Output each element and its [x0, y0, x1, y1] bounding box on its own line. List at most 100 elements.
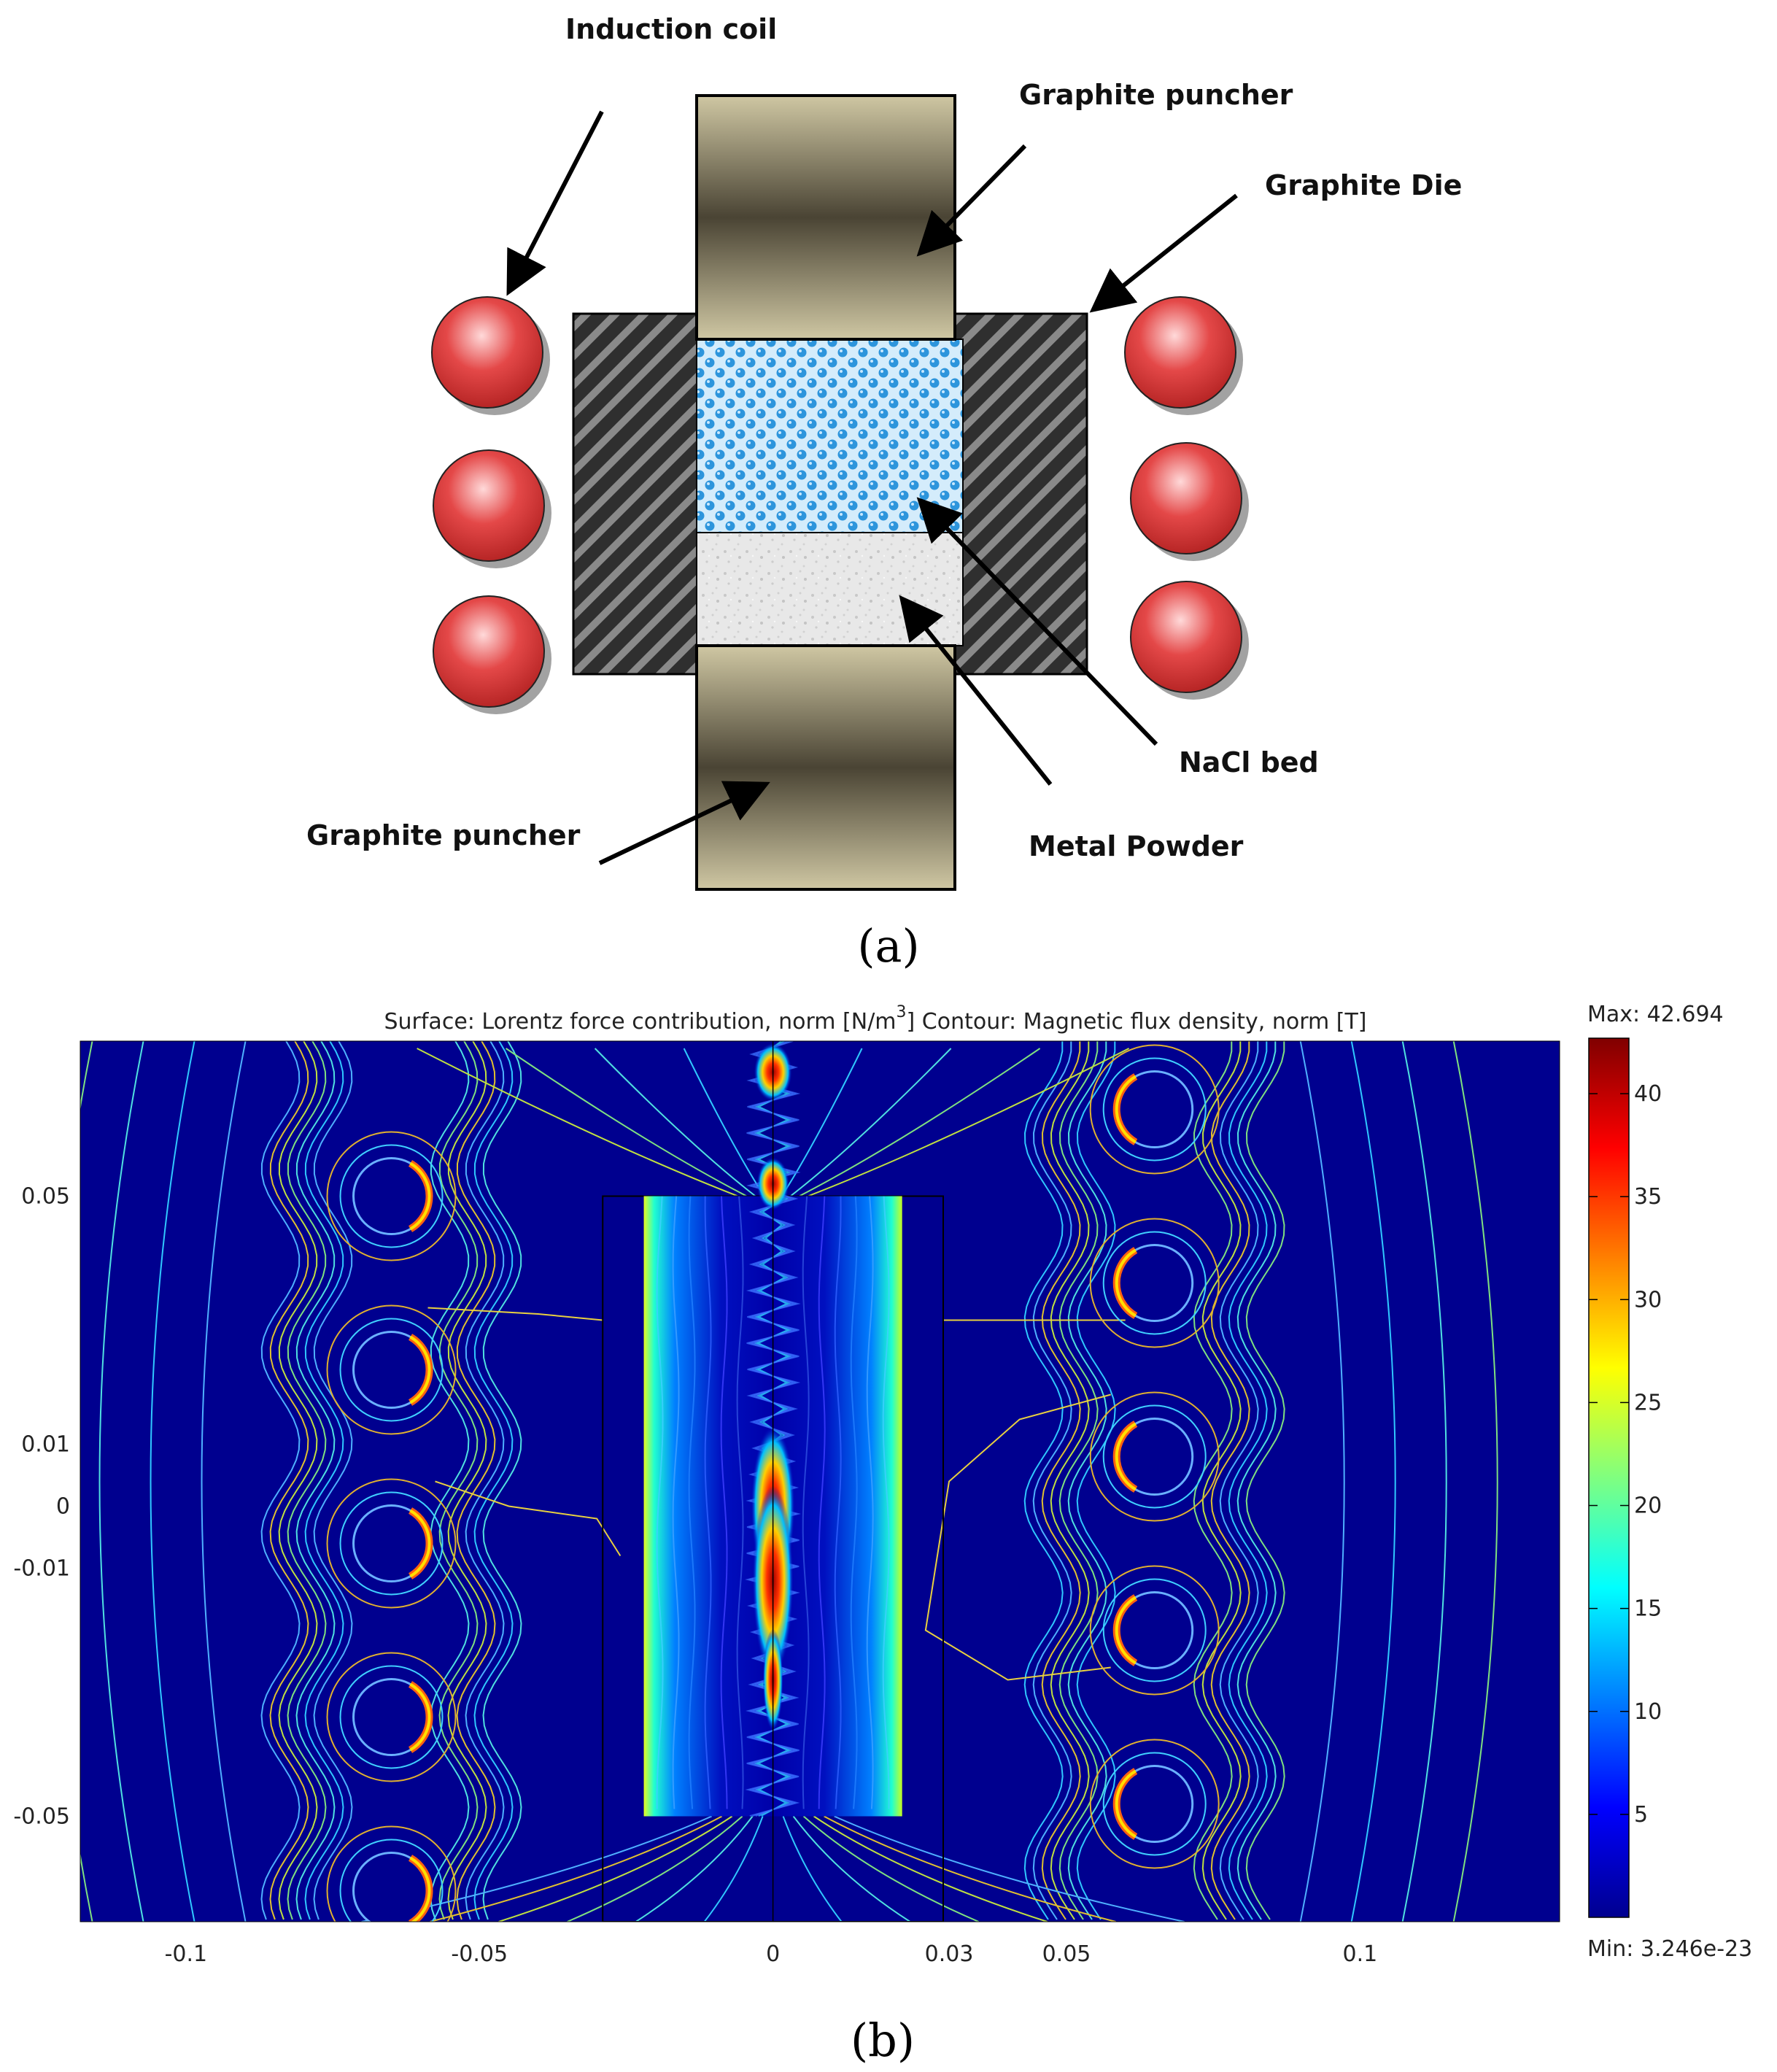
flux-contour-line [924, 1393, 1111, 1681]
bottom-graphite-puncher [695, 644, 956, 891]
coil-contour-ring [326, 1652, 457, 1782]
coil-contour-ring [1102, 1578, 1207, 1682]
arrow-bottom-puncher [598, 781, 770, 865]
coil-contour-ring [1089, 1739, 1220, 1869]
flux-contour-line [1076, 1041, 1116, 1920]
flux-contour-line [150, 1041, 195, 1922]
colorbar-tick-label: 5 [1634, 1802, 1648, 1828]
flux-contour-line [813, 1815, 1048, 1922]
sample-contour-line [802, 1196, 810, 1809]
coil-contour-ring [1089, 1044, 1220, 1175]
flux-contour-line [417, 1048, 738, 1197]
flux-contour-line [456, 1041, 496, 1920]
flux-contour-line [465, 1041, 505, 1920]
sample-contour-line [656, 1196, 664, 1809]
coil-cross-sections [326, 1044, 1220, 1922]
coil-contour-ring [1102, 1404, 1207, 1509]
flux-contour-line [1219, 1041, 1259, 1920]
flux-contour-lines [80, 1041, 1498, 1922]
coil-turn-left-2 [433, 449, 545, 562]
flux-contour-line [1193, 1041, 1233, 1920]
plot-area [80, 1041, 1560, 1922]
flux-contour-line [683, 1048, 765, 1197]
flux-contour-line [427, 1307, 1126, 1321]
panel-a-schematic: Induction coil Graphite puncher Graphite… [306, 13, 1462, 973]
flux-contour-line [278, 1041, 318, 1920]
flux-contour-line [594, 1048, 756, 1197]
arrow-graphite-die [1089, 193, 1238, 313]
sample-contour-line [850, 1196, 858, 1809]
flux-contour-line [1050, 1041, 1090, 1920]
flux-contour-line [1041, 1041, 1081, 1920]
sample-contour-line [866, 1196, 874, 1809]
flux-contour-line [824, 1815, 1116, 1922]
coil-contour-ring [1102, 1752, 1207, 1856]
flux-contour-line [447, 1041, 487, 1920]
flux-contour-line [438, 1041, 479, 1920]
colorbar-tick-label: 20 [1634, 1493, 1662, 1519]
arrow-metal-powder [899, 595, 1053, 786]
coil-contour-ring [1089, 1391, 1220, 1522]
flux-contour-line [260, 1041, 301, 1920]
arrow-top-puncher [916, 144, 1027, 257]
sample-contour-line [834, 1196, 842, 1809]
colorbar-max-label: Max: 42.694 [1587, 1002, 1724, 1027]
coil-turn-right-2 [1130, 442, 1242, 554]
flux-contour-line [1401, 1041, 1447, 1922]
colorbar-tick-label: 30 [1634, 1287, 1662, 1313]
x-tick-label: 0.1 [1343, 1941, 1378, 1967]
flux-contour-line [482, 1041, 522, 1920]
label-metal-powder: Metal Powder [1029, 830, 1244, 862]
y-tick-label: 0 [56, 1494, 70, 1520]
flux-contour-line [790, 1048, 952, 1197]
label-bottom-puncher: Graphite puncher [306, 819, 581, 851]
flux-contour-line [201, 1041, 247, 1922]
flux-contour-line [269, 1041, 309, 1920]
colorbar-min-label: Min: 3.246e-23 [1587, 1936, 1752, 1962]
coil-hot-edge [409, 1335, 431, 1404]
flux-contour-line [1452, 1041, 1498, 1922]
flux-contour-line [498, 1815, 733, 1922]
flux-contour-line [430, 1815, 723, 1922]
coil-hot-edge [409, 1161, 431, 1231]
coil-hot-edge [1115, 1075, 1137, 1144]
x-tick-label: 0 [766, 1941, 780, 1967]
coil-contour-ring [339, 1491, 444, 1596]
x-tick-label: -0.1 [165, 1941, 208, 1967]
arrow-nacl-bed [916, 497, 1158, 746]
flux-contour-line [1228, 1041, 1268, 1920]
coil-hot-edge [409, 1509, 431, 1578]
induction-coil-turns [431, 296, 1249, 714]
flux-contour-line [567, 1815, 743, 1922]
y-axis-ticks: 0.050.010-0.01-0.05 [13, 1184, 70, 1830]
coil-turn-right-3 [1130, 581, 1242, 693]
coil-contour-ring [339, 1839, 444, 1922]
flux-contour-line [1299, 1041, 1345, 1922]
coil-contour-ring [326, 1478, 457, 1609]
label-top-puncher: Graphite puncher [1019, 79, 1293, 111]
colorbar-tick-label: 40 [1634, 1081, 1662, 1107]
coil-contour-ring [326, 1825, 457, 1922]
metal-powder [696, 532, 964, 646]
panel-b-simulation: Surface: Lorentz force contribution, nor… [13, 1002, 1752, 2067]
coil-hot-edge [1115, 1596, 1137, 1665]
coil-contour-ring [1089, 1565, 1220, 1696]
colorbar-tick-label: 10 [1634, 1699, 1662, 1725]
coil-turn-right-1 [1124, 296, 1236, 409]
flux-contour-line [1210, 1041, 1250, 1920]
x-tick-label: 0.03 [925, 1941, 974, 1967]
coil-contour-ring [1102, 1231, 1207, 1335]
flux-contour-line [1236, 1041, 1277, 1920]
flux-contour-line [802, 1815, 980, 1922]
flux-contour-line [792, 1815, 911, 1922]
coil-turn-left-3 [433, 595, 545, 708]
sample-contour-line [688, 1196, 696, 1809]
sample-contour-line [818, 1196, 826, 1809]
coil-contour-ring [326, 1304, 457, 1435]
coil-hot-edge [409, 1856, 431, 1922]
coil-contour-ring [339, 1665, 444, 1769]
colorbar-tick-label: 15 [1634, 1596, 1662, 1622]
y-tick-label: -0.05 [13, 1804, 70, 1830]
x-tick-label: -0.05 [451, 1941, 508, 1967]
